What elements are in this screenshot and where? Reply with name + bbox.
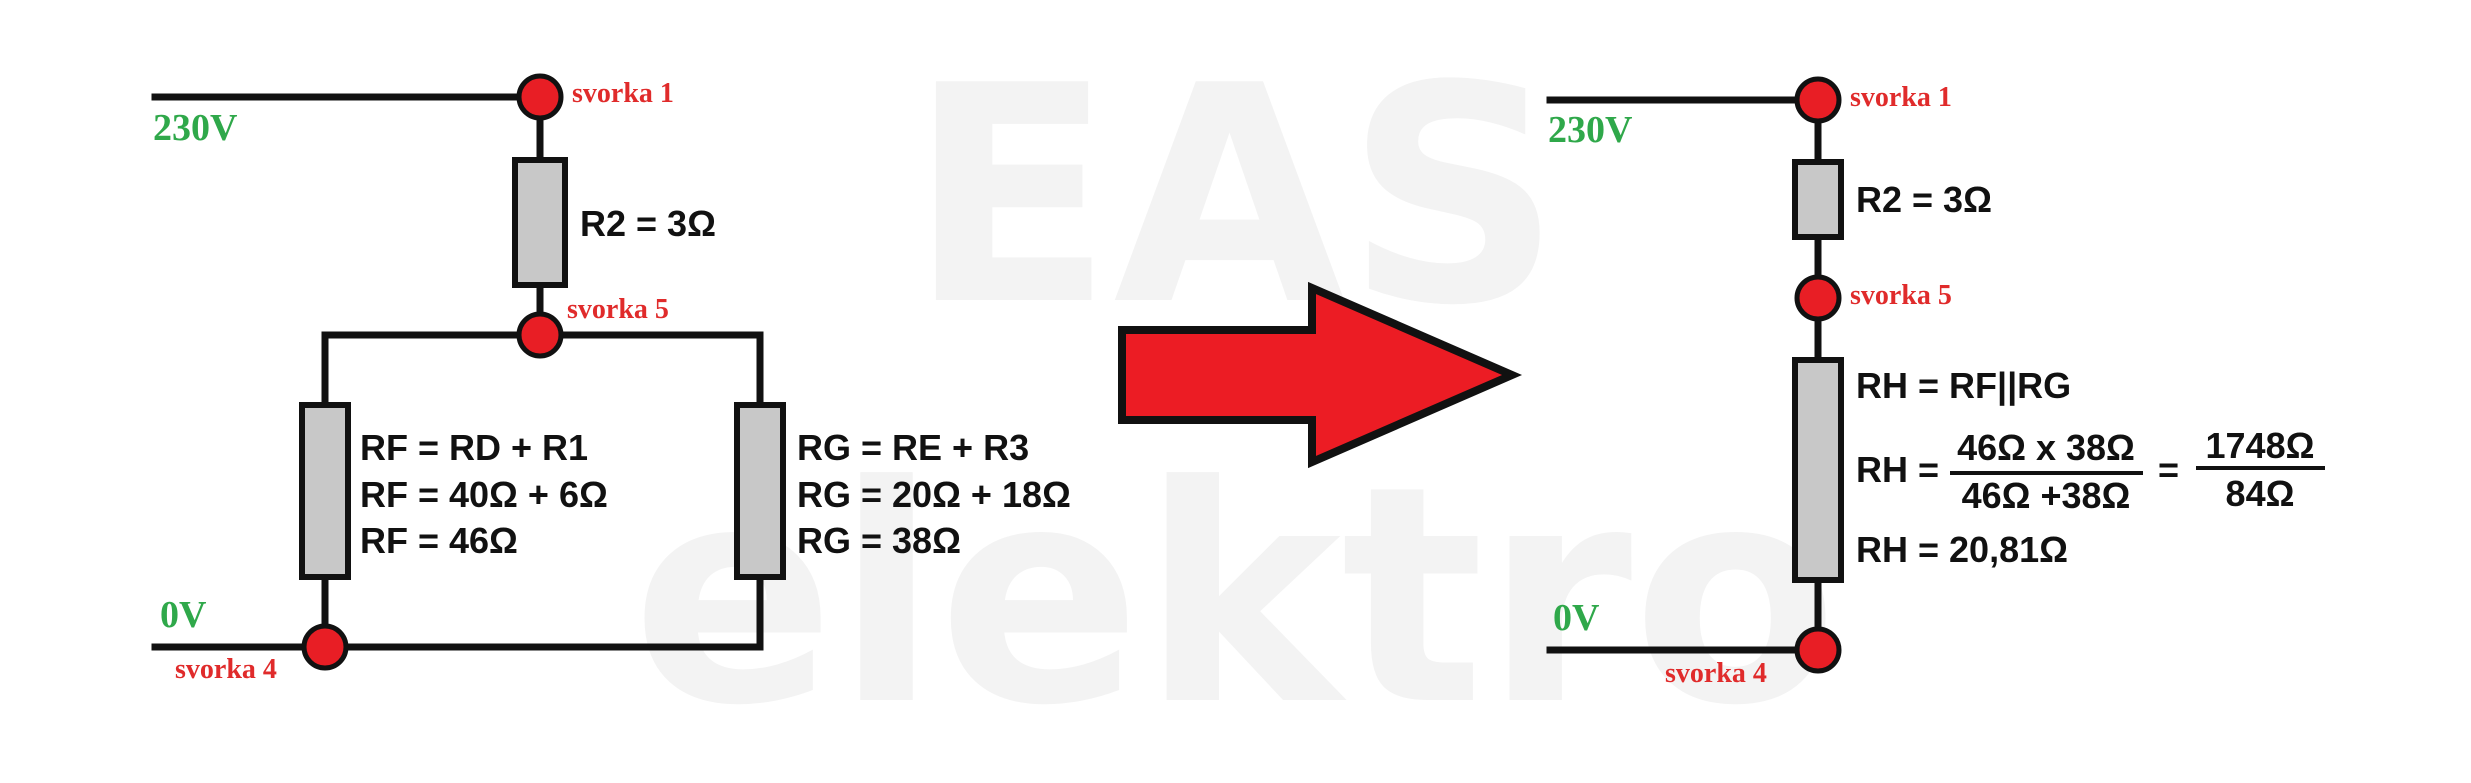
- label-r2-right: R2 = 3Ω: [1856, 179, 1992, 220]
- label-230v-right: 230V: [1548, 109, 1633, 151]
- rh-result: RH = 20,81Ω: [1856, 529, 2068, 570]
- node-svorka-1: [516, 73, 564, 121]
- rg-line-3: RG = 38Ω: [797, 520, 961, 561]
- rh-prefix: RH =: [1856, 449, 1939, 490]
- fraction1-denominator: 46Ω +38Ω: [1962, 475, 2131, 516]
- fraction2-numerator: 1748Ω: [2206, 425, 2315, 466]
- resistor-r2: [512, 157, 568, 288]
- label-svorka-1: svorka 1: [572, 78, 674, 109]
- rg-line-1: RG = RE + R3: [797, 427, 1029, 468]
- right-circuit: svorka 1 svorka 5 svorka 4 230V 0V R2 = …: [1546, 76, 2325, 689]
- label-230v: 230V: [153, 107, 238, 149]
- resistor-rg: [734, 402, 786, 580]
- fraction2-denominator: 84Ω: [2226, 473, 2295, 514]
- left-circuit: svorka 1 svorka 5 svorka 4 230V 0V R2 = …: [151, 73, 1071, 685]
- equals-sign: =: [2158, 449, 2179, 490]
- node-svorka-5: [516, 311, 564, 359]
- node-svorka-5-right: [1794, 274, 1842, 322]
- label-svorka-5: svorka 5: [567, 294, 669, 325]
- rf-line-2: RF = 40Ω + 6Ω: [360, 474, 608, 515]
- label-svorka-5-right: svorka 5: [1850, 280, 1952, 311]
- watermark-eas: EAS: [908, 22, 1561, 371]
- rf-line-1: RF = RD + R1: [360, 427, 588, 468]
- resistor-rf: [299, 402, 351, 580]
- label-svorka-4-right: svorka 4: [1665, 658, 1767, 689]
- rh-definition: RH = RF||RG: [1856, 365, 2071, 407]
- watermark-elektro: elektro: [632, 422, 1839, 771]
- label-svorka-4: svorka 4: [175, 654, 277, 685]
- node-svorka-4: [301, 623, 349, 671]
- wire-bottom: [151, 573, 764, 651]
- rg-line-2: RG = 20Ω + 18Ω: [797, 474, 1071, 515]
- resistor-r2-right: [1792, 159, 1844, 240]
- label-svorka-1-right: svorka 1: [1850, 82, 1952, 113]
- label-0v-right: 0V: [1553, 597, 1600, 639]
- resistor-rh: [1792, 357, 1844, 583]
- label-0v: 0V: [160, 594, 207, 636]
- transform-arrow: [1118, 281, 1523, 469]
- fraction1-numerator: 46Ω x 38Ω: [1957, 427, 2135, 468]
- rf-line-3: RF = 46Ω: [360, 520, 518, 561]
- node-svorka-4-right: [1794, 626, 1842, 674]
- label-r2: R2 = 3Ω: [580, 203, 716, 244]
- node-svorka-1-right: [1794, 76, 1842, 124]
